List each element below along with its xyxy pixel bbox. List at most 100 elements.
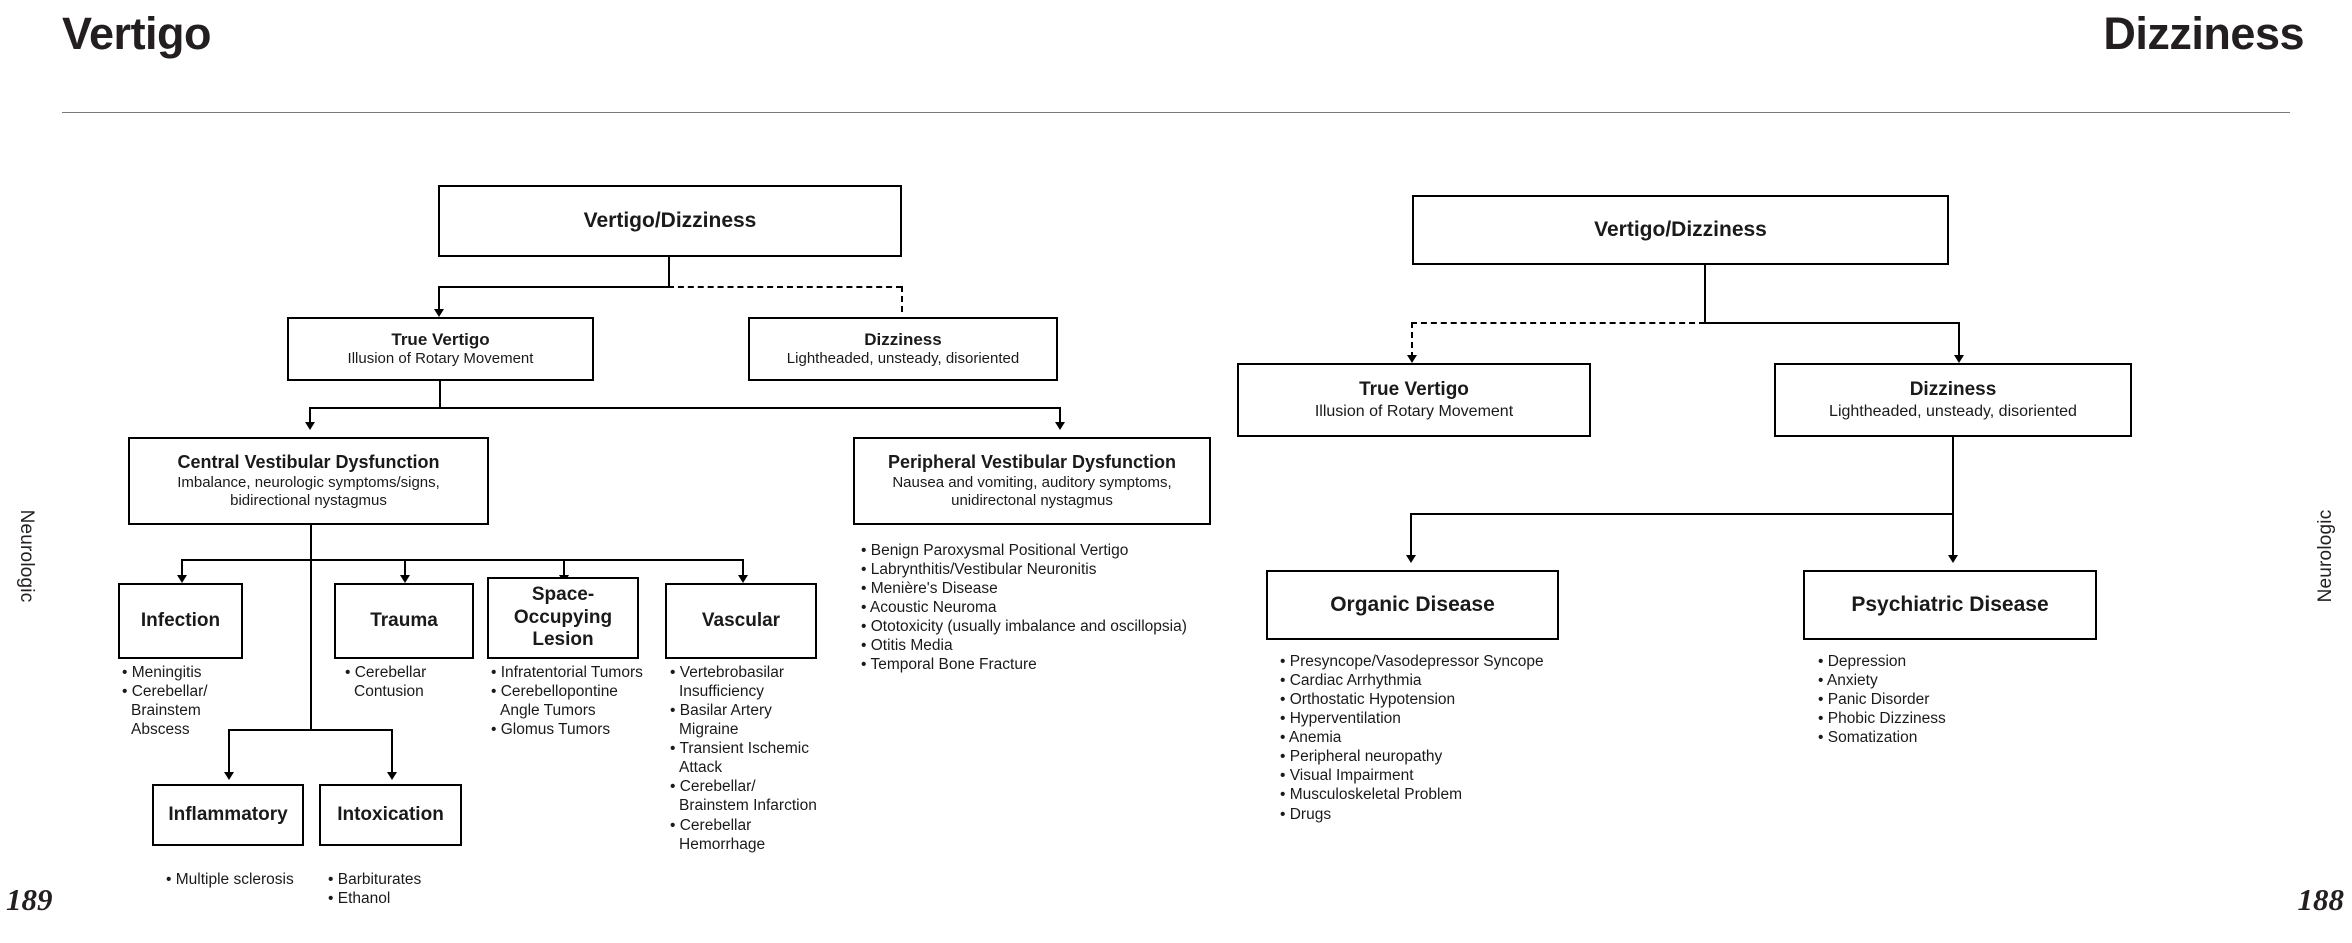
bullet-item: • Ototoxicity (usually imbalance and osc…	[861, 618, 1187, 636]
connector-left-central-bus	[181, 559, 743, 561]
bullet-item: • Acoustic Neuroma	[861, 599, 997, 617]
left-node-root[interactable]: Vertigo/Dizziness	[438, 185, 902, 257]
connector-right-root-to-dizziness-v	[1958, 322, 1960, 358]
connector-right-root-to-dizziness-h	[1704, 322, 1960, 324]
right-psychiatric-bullet-list: • Depression• Anxiety• Panic Disorder• P…	[1818, 652, 2098, 747]
left-inflammatory-bullet-list: • Multiple sclerosis	[166, 870, 296, 889]
page-number-left: 189	[6, 882, 53, 917]
node-title: Peripheral Vestibular Dysfunction	[887, 452, 1177, 473]
bullet-item: • Anemia	[1280, 729, 1342, 747]
node-subtitle: Lightheaded, unsteady, disoriented	[1829, 402, 2077, 420]
left-intoxication-bullet-list: • Barbiturates• Ethanol	[328, 870, 458, 908]
connector-left-to-infection	[181, 559, 183, 577]
arrowhead-left-peripheral	[1055, 422, 1065, 430]
left-node-inflammatory[interactable]: Inflammatory	[152, 784, 304, 846]
bullet-item: • Anxiety	[1818, 672, 1878, 690]
arrowhead-right-psychiatric	[1948, 555, 1958, 563]
bullet-item: • Musculoskeletal Problem	[1280, 786, 1463, 804]
connector-left-lower-stem	[310, 667, 312, 731]
connector-left-to-intoxication	[391, 729, 393, 774]
bullet-item: • Basilar Artery Migraine	[670, 702, 772, 739]
bullet-item: • Drugs	[1280, 805, 1332, 823]
node-title: Infection	[140, 609, 221, 631]
connector-right-to-organic	[1410, 513, 1412, 557]
arrowhead-left-infection	[177, 575, 187, 583]
left-node-peripheral-vestibular-dysfunction[interactable]: Peripheral Vestibular Dysfunction Nausea…	[853, 437, 1211, 525]
bullet-item: • Multiple sclerosis	[166, 871, 294, 888]
node-subtitle: Lightheaded, unsteady, disoriented	[786, 350, 1020, 368]
node-title: Vertigo/Dizziness	[1594, 217, 1767, 241]
connector-left-to-space-occupying	[563, 559, 565, 577]
connector-left-tv-stem	[439, 381, 441, 409]
right-node-organic-disease[interactable]: Organic Disease	[1266, 570, 1559, 640]
node-title: Organic Disease	[1330, 592, 1495, 616]
bullet-item: • Depression	[1818, 653, 1907, 670]
right-node-dizziness[interactable]: Dizziness Lightheaded, unsteady, disorie…	[1774, 363, 2132, 437]
connector-left-tv-bus	[309, 407, 1061, 409]
bullet-item: • Presyncope/Vasodepressor Syncope	[1280, 653, 1544, 670]
connector-left-tv-to-peripheral	[1059, 407, 1061, 424]
left-node-true-vertigo[interactable]: True Vertigo Illusion of Rotary Movement	[287, 317, 594, 381]
bullet-item: • Visual Impairment	[1280, 767, 1414, 785]
left-trauma-bullet-list: • Cerebellar Contusion	[345, 663, 475, 701]
right-node-true-vertigo[interactable]: True Vertigo Illusion of Rotary Movement	[1237, 363, 1591, 437]
node-subtitle: Nausea and vomiting, auditory symptoms, …	[892, 473, 1172, 509]
connector-left-root-to-truevertigo-v	[438, 286, 440, 311]
bullet-item: • Meningitis	[122, 664, 202, 681]
side-label-right: Neurologic	[2315, 509, 2336, 603]
connector-right-dizziness-stem	[1952, 437, 1954, 539]
connector-right-root-to-truevertigo-v	[1411, 322, 1413, 358]
side-label-left: Neurologic	[16, 509, 37, 603]
node-title: True Vertigo	[391, 329, 490, 349]
bullet-item: • Temporal Bone Fracture	[861, 656, 1037, 674]
node-title: Vertigo/Dizziness	[583, 208, 757, 232]
arrowhead-right-organic	[1406, 555, 1416, 563]
node-title: Central Vestibular Dysfunction	[177, 452, 440, 473]
node-title: Dizziness	[1909, 379, 1997, 401]
bullet-item: • Cerebellar Contusion	[345, 664, 427, 701]
connector-left-to-trauma	[404, 559, 406, 577]
left-node-trauma[interactable]: Trauma	[334, 583, 474, 659]
bullet-item: • Cerebellar/ Brainstem Abscess	[122, 683, 208, 739]
left-space-occupying-bullet-list: • Infratentorial Tumors• Cerebellopontin…	[491, 663, 651, 739]
left-node-vascular[interactable]: Vascular	[665, 583, 817, 659]
arrowhead-left-inflammatory	[224, 772, 234, 780]
arrowhead-left-trauma	[400, 575, 410, 583]
connector-left-root-to-dizziness-v	[901, 286, 903, 312]
arrowhead-left-vascular	[738, 575, 748, 583]
node-title: Intoxication	[337, 803, 444, 825]
left-node-central-vestibular-dysfunction[interactable]: Central Vestibular Dysfunction Imbalance…	[128, 437, 489, 525]
bullet-item: • Cerebellar/ Brainstem Infarction	[670, 778, 817, 815]
node-title: Dizziness	[864, 329, 942, 349]
connector-left-central-stem	[310, 525, 312, 561]
bullet-item: • Benign Paroxysmal Positional Vertigo	[861, 542, 1129, 559]
bullet-item: • Cardiac Arrhythmia	[1280, 672, 1422, 690]
page-title-left: Vertigo	[62, 8, 212, 59]
left-node-dizziness[interactable]: Dizziness Lightheaded, unsteady, disorie…	[748, 317, 1058, 381]
right-node-root[interactable]: Vertigo/Dizziness	[1412, 195, 1949, 265]
connector-left-root-stem	[668, 257, 670, 288]
arrowhead-left-intoxication	[387, 772, 397, 780]
arrowhead-right-dizziness	[1954, 355, 1964, 363]
connector-right-to-psychiatric	[1952, 513, 1954, 557]
connector-left-to-vascular	[742, 559, 744, 577]
bullet-item: • Labrynthitis/Vestibular Neuronitis	[861, 561, 1097, 579]
header-divider	[62, 112, 2290, 113]
node-subtitle: Imbalance, neurologic symptoms/signs, bi…	[177, 473, 440, 509]
right-node-psychiatric-disease[interactable]: Psychiatric Disease	[1803, 570, 2097, 640]
left-node-space-occupying-lesion[interactable]: Space-Occupying Lesion	[487, 577, 639, 659]
connector-left-root-to-truevertigo-h	[438, 286, 670, 288]
bullet-item: • Vertebrobasilar Insufficiency	[670, 664, 784, 701]
bullet-item: • Hyperventilation	[1280, 710, 1401, 728]
left-infection-bullet-list: • Meningitis • Cerebellar/ Brainstem Absc…	[122, 663, 242, 739]
arrowhead-right-truevertigo	[1407, 355, 1417, 363]
node-title: Trauma	[370, 609, 438, 631]
page-number-right: 188	[2297, 882, 2345, 917]
bullet-item: • Transient Ischemic Attack	[670, 740, 809, 777]
connector-right-root-to-truevertigo-h	[1411, 322, 1705, 324]
left-peripheral-bullet-list: • Benign Paroxysmal Positional Vertigo • …	[861, 541, 1201, 674]
left-node-intoxication[interactable]: Intoxication	[319, 784, 462, 846]
node-subtitle: Illusion of Rotary Movement	[1314, 402, 1514, 420]
left-node-infection[interactable]: Infection	[118, 583, 243, 659]
